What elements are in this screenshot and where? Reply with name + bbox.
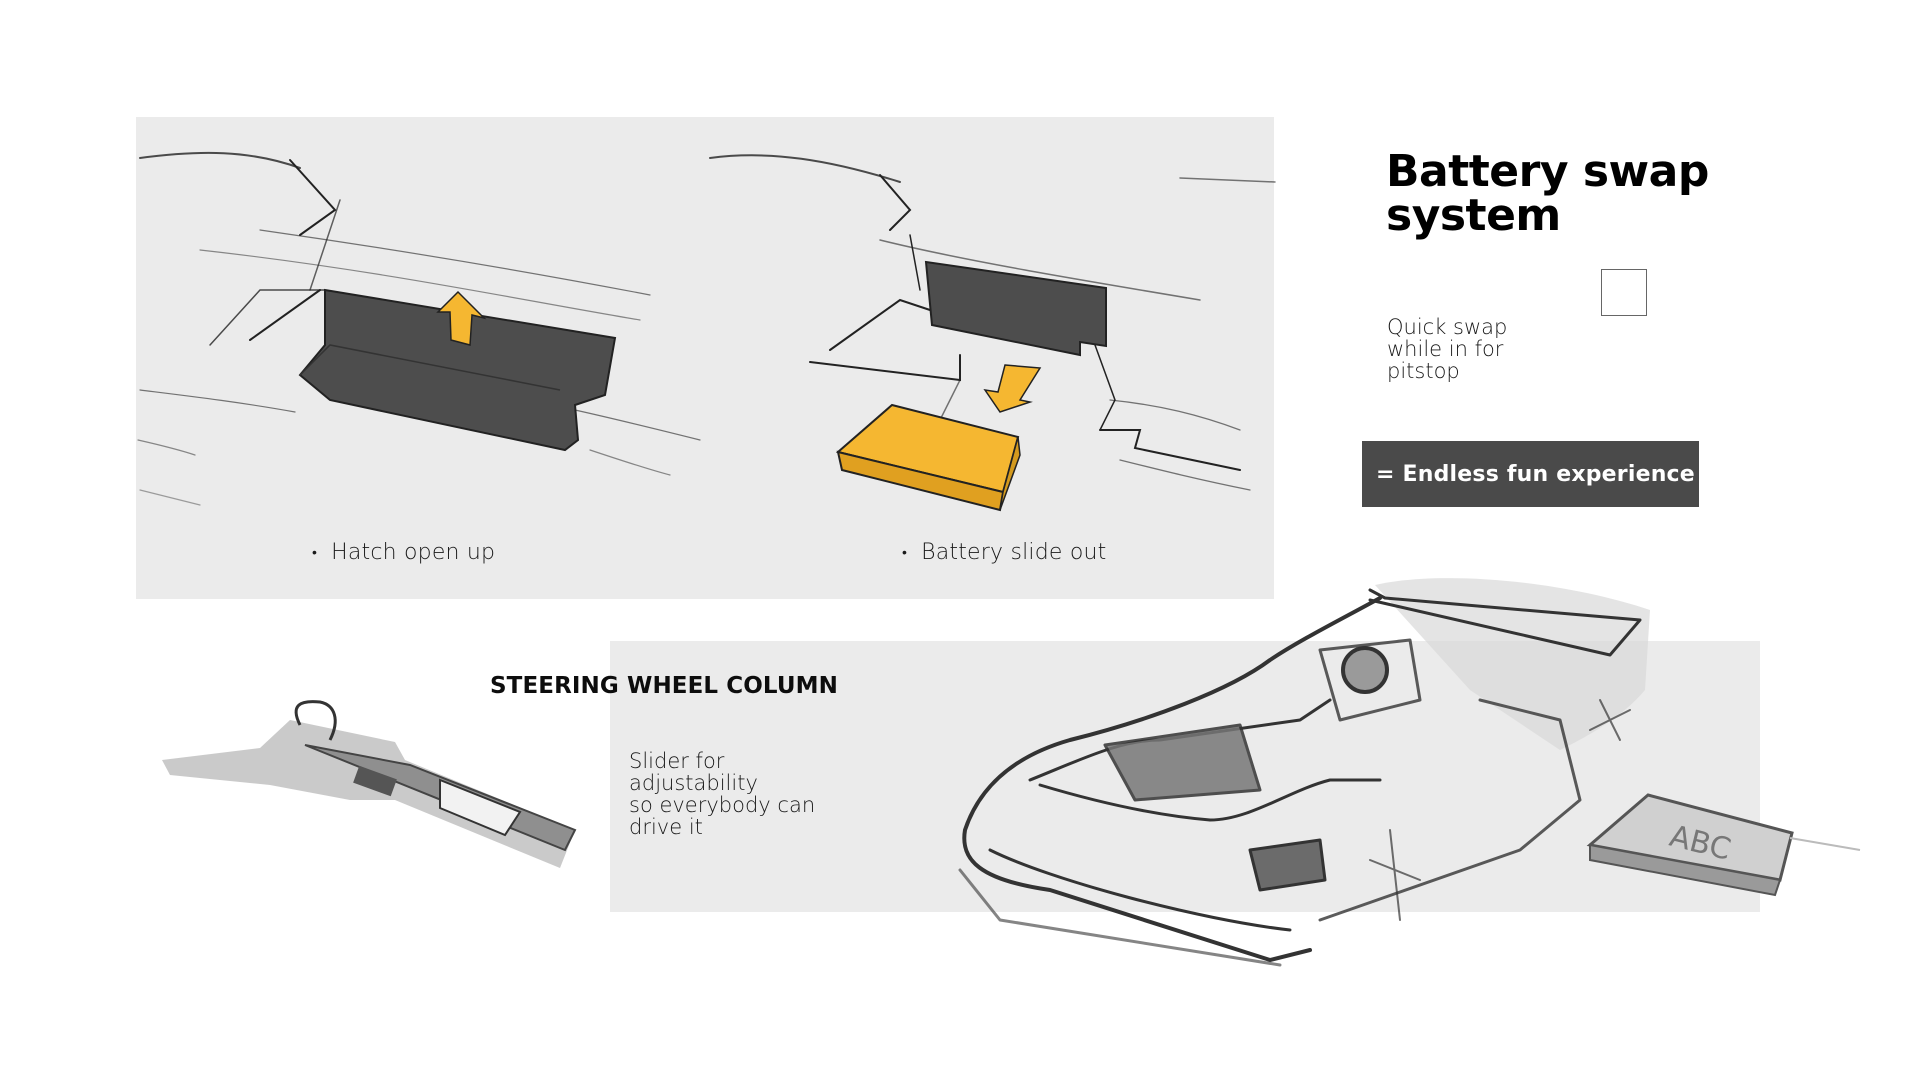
caption-battery-slide-out: • Battery slide out <box>902 540 1106 565</box>
caption-text: Battery slide out <box>921 540 1107 565</box>
bullet-icon: • <box>312 545 318 561</box>
description-line: pitstop <box>1387 359 1460 383</box>
slide-title: Battery swap system <box>1386 150 1709 238</box>
battery-sketch-panel <box>136 117 1274 599</box>
description-line: while in for <box>1387 337 1504 361</box>
description-line: Quick swap <box>1387 315 1508 339</box>
title-line-2: system <box>1386 190 1561 241</box>
steering-heading: STEERING WHEEL COLUMN <box>490 673 838 699</box>
caption-hatch-open: • Hatch open up <box>312 540 495 565</box>
title-line-1: Battery swap <box>1386 146 1709 197</box>
endless-fun-callout: = Endless fun experience <box>1362 441 1699 507</box>
description-line: so everybody can <box>629 793 816 817</box>
description-line: drive it <box>629 815 703 839</box>
caption-text: Hatch open up <box>331 540 496 565</box>
bullet-icon: • <box>902 545 908 561</box>
empty-checkbox[interactable] <box>1601 269 1647 316</box>
steering-column-sketch <box>162 700 577 868</box>
steering-description: Slider for adjustability so everybody ca… <box>629 750 815 838</box>
description-line: adjustability <box>629 771 758 795</box>
description-line: Slider for <box>629 749 725 773</box>
battery-description: Quick swap while in for pitstop <box>1387 316 1507 382</box>
